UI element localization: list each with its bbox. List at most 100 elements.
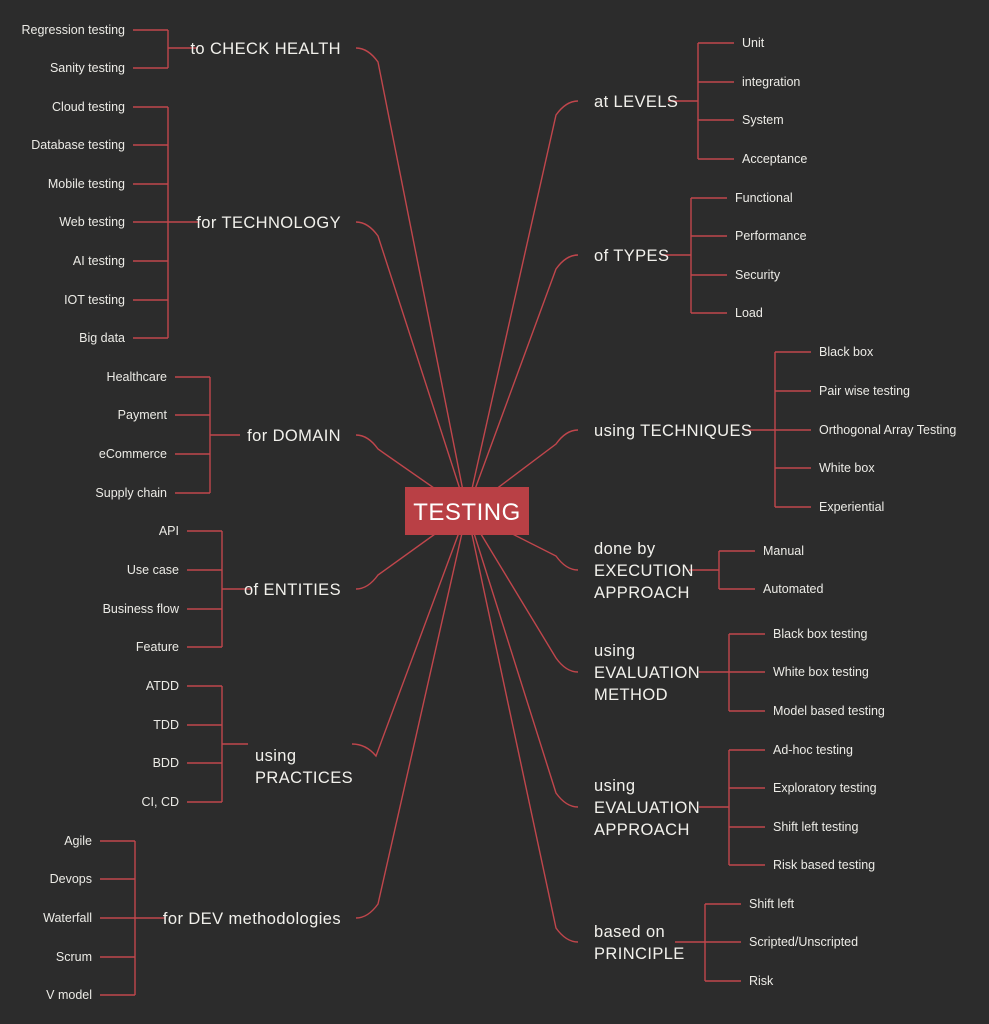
leaf-system[interactable]: System [742, 113, 784, 127]
leaf-database-testing[interactable]: Database testing [31, 138, 125, 152]
leaf-risk-based-testing[interactable]: Risk based testing [773, 858, 875, 872]
branch-label-line: of ENTITIES [244, 581, 341, 599]
connectors [100, 29, 811, 996]
leaf-model-based-testing[interactable]: Model based testing [773, 704, 885, 718]
branch-for-dev-methodologies[interactable]: for DEV methodologies [163, 910, 341, 928]
leaf-scripted-unscripted[interactable]: Scripted/Unscripted [749, 935, 858, 949]
branch-label-line: PRACTICES [255, 769, 353, 787]
branch-label-line: for TECHNOLOGY [196, 214, 341, 232]
leaf-tdd[interactable]: TDD [153, 718, 179, 732]
leaf-pair-wise-testing[interactable]: Pair wise testing [819, 384, 910, 398]
connector-using-evaluation-method [466, 510, 579, 673]
branch-label-line: using [594, 777, 635, 795]
leaf-big-data[interactable]: Big data [79, 331, 125, 345]
branch-based-on-principle[interactable]: based on PRINCIPLE [594, 923, 685, 963]
branch-label-line: done by [594, 540, 656, 558]
central-node-title: TESTING [413, 499, 521, 526]
leaf-ci-cd[interactable]: CI, CD [142, 795, 180, 809]
leaf-healthcare[interactable]: Healthcare [107, 370, 167, 384]
leaf-web-testing[interactable]: Web testing [59, 215, 125, 229]
branch-label-line: at LEVELS [594, 93, 678, 111]
labels: to CHECK HEALTH Regression testingSanity … [21, 23, 956, 1002]
branch-of-types[interactable]: of TYPES [594, 247, 669, 265]
connector-using-evaluation-approach [466, 510, 579, 808]
branch-at-levels[interactable]: at LEVELS [594, 93, 678, 111]
leaf-payment[interactable]: Payment [118, 408, 168, 422]
leaf-scrum[interactable]: Scrum [56, 950, 92, 964]
branch-label-line: of TYPES [594, 247, 669, 265]
leaf-v-model[interactable]: V model [46, 988, 92, 1002]
leaf-manual[interactable]: Manual [763, 544, 804, 558]
leaf-black-box-testing[interactable]: Black box testing [773, 627, 868, 641]
leaf-white-box-testing[interactable]: White box testing [773, 665, 869, 679]
leaf-ecommerce[interactable]: eCommerce [99, 447, 167, 461]
branch-label-line: PRINCIPLE [594, 945, 685, 963]
leaf-security[interactable]: Security [735, 268, 781, 282]
leaf-business-flow[interactable]: Business flow [103, 602, 180, 616]
leaf-atdd[interactable]: ATDD [146, 679, 179, 693]
connector-to-check-health [355, 47, 468, 512]
leaf-devops[interactable]: Devops [50, 872, 92, 886]
leaf-agile[interactable]: Agile [64, 834, 92, 848]
connector-at-levels [466, 100, 579, 512]
leaf-functional[interactable]: Functional [735, 191, 793, 205]
branch-label-line: EVALUATION [594, 664, 700, 682]
branch-label-line: using [594, 642, 635, 660]
branch-of-entities[interactable]: of ENTITIES [244, 581, 341, 599]
leaf-integration[interactable]: integration [742, 75, 800, 89]
connector-for-domain [355, 434, 468, 512]
branch-label-line: APPROACH [594, 584, 690, 602]
leaf-performance[interactable]: Performance [735, 229, 807, 243]
leaf-white-box[interactable]: White box [819, 461, 875, 475]
leaf-black-box[interactable]: Black box [819, 345, 874, 359]
branch-for-technology[interactable]: for TECHNOLOGY [196, 214, 341, 232]
connector-done-by-execution-approach [466, 510, 579, 571]
connector-based-on-principle [466, 510, 579, 943]
leaf-supply-chain[interactable]: Supply chain [95, 486, 167, 500]
connector-for-dev-methodologies [355, 510, 468, 919]
connector-of-entities [355, 510, 468, 590]
branch-using-techniques[interactable]: using TECHNIQUES [594, 422, 752, 440]
leaf-ad-hoc-testing[interactable]: Ad-hoc testing [773, 743, 853, 757]
connector-of-types [466, 254, 579, 512]
branch-label-line: APPROACH [594, 821, 690, 839]
leaf-risk[interactable]: Risk [749, 974, 774, 988]
leaf-iot-testing[interactable]: IOT testing [64, 293, 125, 307]
leaf-cloud-testing[interactable]: Cloud testing [52, 100, 125, 114]
connector-using-techniques [466, 429, 579, 512]
branch-to-check-health[interactable]: to CHECK HEALTH [190, 40, 341, 58]
branch-label-line: METHOD [594, 686, 668, 704]
leaf-acceptance[interactable]: Acceptance [742, 152, 807, 166]
leaf-experiential[interactable]: Experiential [819, 500, 884, 514]
leaf-feature[interactable]: Feature [136, 640, 179, 654]
leaf-automated[interactable]: Automated [763, 582, 824, 596]
leaf-mobile-testing[interactable]: Mobile testing [48, 177, 125, 191]
leaf-exploratory-testing[interactable]: Exploratory testing [773, 781, 877, 795]
leaf-bdd[interactable]: BDD [153, 756, 179, 770]
leaf-waterfall[interactable]: Waterfall [43, 911, 92, 925]
leaf-ai-testing[interactable]: AI testing [73, 254, 125, 268]
leaf-unit[interactable]: Unit [742, 36, 765, 50]
central-node-box [405, 487, 529, 535]
branch-label-line: EVALUATION [594, 799, 700, 817]
branch-label-line: to CHECK HEALTH [190, 40, 341, 58]
leaf-shift-left-testing[interactable]: Shift left testing [773, 820, 859, 834]
branch-label-line: using TECHNIQUES [594, 422, 752, 440]
leaf-regression-testing[interactable]: Regression testing [21, 23, 125, 37]
leaf-api[interactable]: API [159, 524, 179, 538]
branch-label-line: based on [594, 923, 665, 941]
branch-for-domain[interactable]: for DOMAIN [247, 427, 341, 445]
leaf-load[interactable]: Load [735, 306, 763, 320]
leaf-shift-left[interactable]: Shift left [749, 897, 795, 911]
branch-label-line: using [255, 747, 296, 765]
leaf-orthogonal-array-testing[interactable]: Orthogonal Array Testing [819, 423, 956, 437]
central-node[interactable]: TESTING [405, 487, 529, 535]
leaf-sanity-testing[interactable]: Sanity testing [50, 61, 125, 75]
leaf-use-case[interactable]: Use case [127, 563, 179, 577]
branch-label-line: for DEV methodologies [163, 910, 341, 928]
